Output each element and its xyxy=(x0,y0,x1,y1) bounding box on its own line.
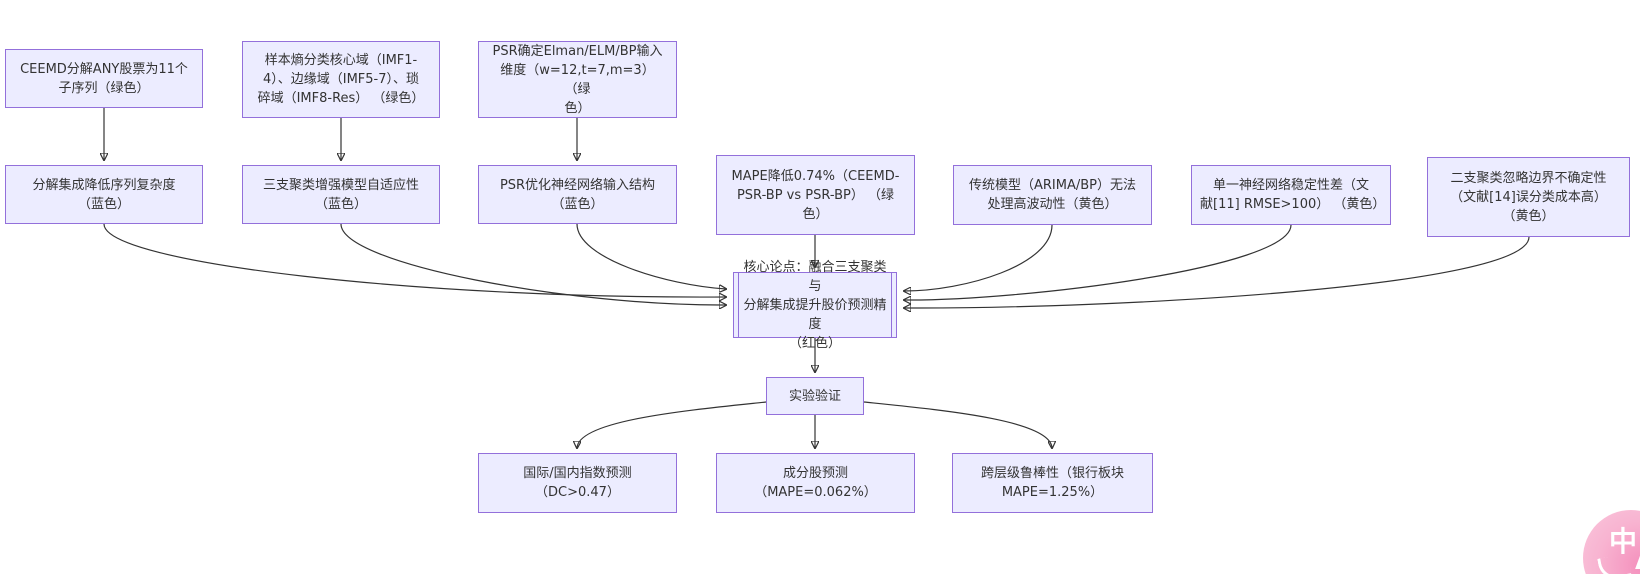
edge-b2-core xyxy=(340,223,726,305)
node-ceemd-decomposition: CEEMD分解ANY股票为11个 子序列（绿色） xyxy=(5,49,203,108)
edge-b1-core xyxy=(103,223,726,297)
node-psr-input-dimension: PSR确定Elman/ELM/BP输入 维度（w=12,t=7,m=3） （绿 … xyxy=(478,41,677,118)
node-index-prediction: 国际/国内指数预测 （DC>0.47） xyxy=(478,453,677,513)
node-mape-reduction: MAPE降低0.74%（CEEMD- PSR-BP vs PSR-BP） （绿 … xyxy=(716,155,915,235)
edge-b6-core xyxy=(904,224,1292,300)
node-decomposition-reduces-complexity: 分解集成降低序列复杂度 （蓝色） xyxy=(5,165,203,224)
node-three-way-clustering-adaptivity: 三支聚类增强模型自适应性 （蓝色） xyxy=(242,165,440,224)
node-single-nn-instability: 单一神经网络稳定性差（文 献[11] RMSE>100） （黄色） xyxy=(1191,165,1391,225)
node-core-thesis: 核心论点：融合三支聚类与 分解集成提升股价预测精度 （红色） xyxy=(733,260,897,351)
translate-badge[interactable]: 中 A xyxy=(1583,510,1640,574)
node-two-way-clustering-limitation: 二支聚类忽略边界不确定性 （文献[14]误分类成本高） （黄色） xyxy=(1427,157,1630,237)
translate-badge-swoosh-icon xyxy=(1597,553,1632,574)
node-constituent-stock-prediction: 成分股预测 （MAPE=0.062%） xyxy=(716,453,915,513)
node-experimental-validation: 实验验证 xyxy=(766,377,864,415)
edge-b5-core xyxy=(904,224,1053,291)
translate-badge-zh-glyph: 中 xyxy=(1609,525,1638,558)
edge-b3-core xyxy=(576,223,726,289)
node-psr-optimizes-input-structure: PSR优化神经网络输入结构 （蓝色） xyxy=(478,165,677,224)
node-cross-level-robustness: 跨层级鲁棒性（银行板块 MAPE=1.25%） xyxy=(952,453,1153,513)
translate-badge-en-glyph: A xyxy=(1635,546,1640,574)
edge-verify-e1 xyxy=(577,401,767,448)
node-traditional-model-limitation: 传统模型（ARIMA/BP）无法 处理高波动性（黄色） xyxy=(953,165,1152,225)
edge-b7-core xyxy=(904,236,1530,308)
edge-verify-e3 xyxy=(863,401,1052,448)
node-sample-entropy-classification: 样本熵分类核心域（IMF1- 4）、边缘域（IMF5-7）、琐 碎域（IMF8-… xyxy=(242,41,440,118)
